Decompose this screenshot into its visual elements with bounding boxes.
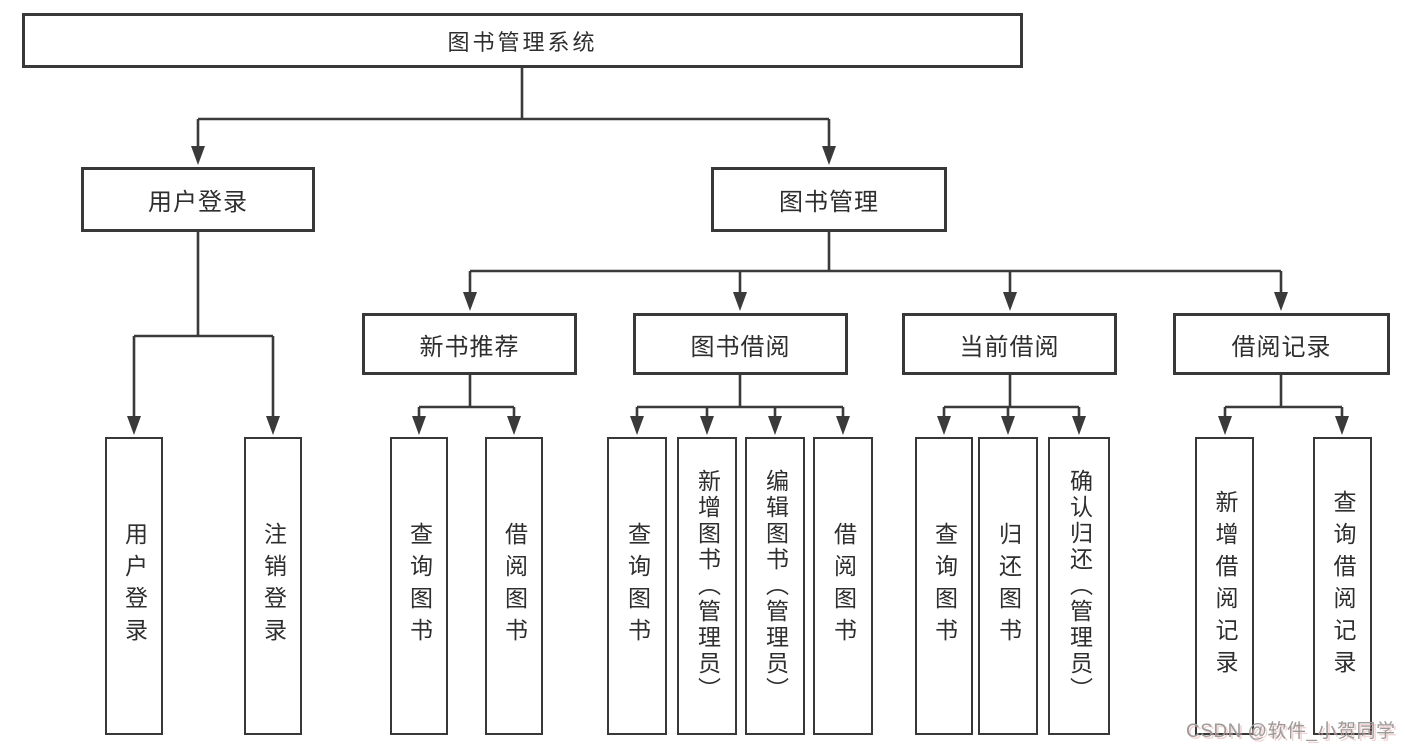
leaf-query-borrow-record: 查询借阅记录 [1313,437,1372,735]
node-book-management: 图书管理 [711,167,947,232]
leaf-label: 归还图书 [995,522,1022,650]
leaf-label: 注销登录 [260,522,287,650]
leaf-borrow-books: 借阅图书 [813,437,873,735]
leaf-label: 新增图书（管理员） [694,469,721,703]
leaf-query-books: 查询图书 [915,437,973,735]
leaf-logout: 注销登录 [244,437,302,735]
leaf-return-books: 归还图书 [978,437,1038,735]
leaf-label: 查询图书 [624,522,651,650]
leaf-label: 查询借阅记录 [1330,490,1356,682]
leaf-edit-book-admin: 编辑图书（管理员） [745,437,805,735]
node-label: 图书借阅 [690,333,791,361]
node-book-borrow: 图书借阅 [633,313,848,375]
node-borrow-records: 借阅记录 [1173,313,1390,375]
node-label: 用户登录 [148,189,248,216]
leaf-label: 借阅图书 [501,522,528,650]
node-library-system: 图书管理系统 [22,13,1023,68]
node-new-book-recommend: 新书推荐 [362,313,577,375]
leaf-label: 编辑图书（管理员） [762,469,789,703]
leaf-label: 查询图书 [931,522,958,650]
leaf-label: 新增借阅记录 [1212,490,1238,682]
connector-user-login-to-leaves [127,232,280,435]
node-label: 图书管理系统 [447,29,598,55]
leaf-add-book-admin: 新增图书（管理员） [677,437,737,735]
leaf-confirm-return-admin: 确认归还（管理员） [1048,437,1110,735]
connector-new-book-recommend-to-leaves [412,375,521,435]
connector-book-management-to-level3 [463,232,1288,311]
node-current-borrow: 当前借阅 [902,313,1117,375]
leaf-borrow-books: 借阅图书 [485,437,543,735]
leaf-label: 借阅图书 [830,522,857,650]
leaf-add-borrow-record: 新增借阅记录 [1195,437,1254,735]
leaf-label: 用户登录 [121,522,148,650]
connector-book-borrow-to-leaves [630,375,850,435]
csdn-watermark: CSDN @软件_小贺同学 [1186,721,1396,742]
connector-root-to-level2 [191,68,836,165]
leaf-user-login: 用户登录 [105,437,163,735]
node-label: 新书推荐 [419,333,520,361]
leaf-label: 查询图书 [406,522,433,650]
leaf-query-books: 查询图书 [390,437,448,735]
node-label: 借阅记录 [1231,333,1332,361]
leaf-query-books: 查询图书 [607,437,667,735]
node-label: 图书管理 [779,189,879,216]
leaf-label: 确认归还（管理员） [1066,469,1093,703]
node-user-login: 用户登录 [81,167,315,232]
connector-current-borrow-to-leaves [937,375,1086,435]
connector-borrow-records-to-leaves [1218,375,1349,435]
node-label: 当前借阅 [959,333,1060,361]
